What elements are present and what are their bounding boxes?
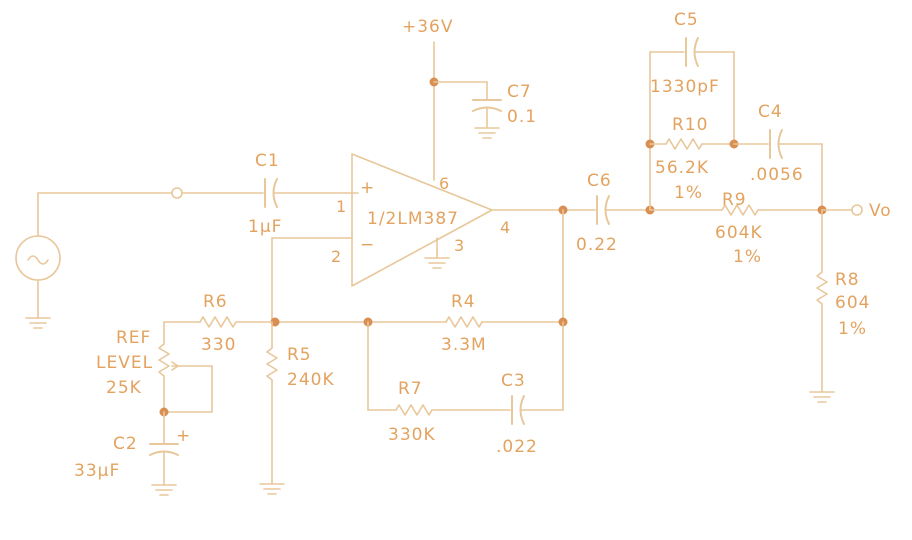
c7-name: C7	[507, 82, 532, 102]
pin-4-label: 4	[500, 218, 510, 237]
c2-name: C2	[113, 434, 138, 454]
capacitor-c7	[472, 99, 502, 112]
capacitor-c5	[685, 37, 699, 67]
capacitor-c1	[264, 178, 278, 208]
c4-value: .0056	[750, 165, 804, 185]
pin-1-label: 1	[336, 197, 346, 216]
r6-value: 330	[201, 335, 236, 355]
resistor-r10	[665, 138, 703, 150]
capacitor-c6	[596, 195, 610, 225]
capacitor-c4	[769, 129, 783, 159]
c1-name: C1	[255, 151, 280, 171]
ref-value: 25K	[106, 378, 142, 398]
r4-name: R4	[451, 292, 476, 312]
ref-label-line2: LEVEL	[96, 353, 153, 373]
r8-value: 604	[835, 293, 870, 313]
capacitor-c3	[511, 395, 525, 425]
capacitor-c2	[149, 443, 179, 456]
ground-symbol	[474, 127, 500, 139]
r10-name: R10	[672, 115, 708, 135]
ground-symbol	[809, 391, 835, 403]
resistor-r6	[199, 316, 237, 328]
r10-tolerance: 1%	[674, 183, 703, 203]
r9-name: R9	[722, 190, 747, 210]
r7-name: R7	[398, 379, 423, 399]
c3-name: C3	[501, 371, 526, 391]
r9-value: 604K	[715, 223, 763, 243]
c7-value: 0.1	[507, 107, 537, 127]
opamp-minus-label: −	[360, 235, 375, 255]
c2-polarity: +	[176, 426, 191, 446]
r5-name: R5	[287, 345, 312, 365]
c1-value: 1μF	[248, 217, 282, 237]
c6-name: C6	[587, 171, 612, 191]
r7-value: 330K	[388, 425, 436, 445]
c5-value: 1330pF	[650, 77, 720, 97]
resistor-r7	[395, 404, 433, 416]
resistor-r9	[721, 204, 759, 216]
ground-symbol	[424, 257, 450, 269]
c6-value: 0.22	[576, 235, 618, 255]
input-terminal	[171, 187, 183, 199]
ground-symbol	[259, 483, 285, 495]
output-terminal	[851, 204, 863, 216]
c5-name: C5	[674, 10, 699, 30]
r9-tolerance: 1%	[733, 247, 762, 267]
opamp-name: 1/2LM387	[367, 209, 459, 229]
opamp-lm387: + − 1/2LM387	[351, 153, 493, 287]
resistor-r5	[266, 347, 278, 381]
pin-2-label: 2	[331, 247, 341, 266]
c4-name: C4	[758, 102, 783, 122]
signal-source	[15, 192, 173, 319]
ground-symbol	[25, 317, 51, 329]
pin-3-label: 3	[454, 236, 464, 255]
supply-label: +36V	[402, 17, 454, 37]
c3-value: .022	[496, 437, 538, 457]
opamp-plus-label: +	[360, 178, 375, 198]
c2-value: 33μF	[74, 461, 120, 481]
r6-name: R6	[203, 292, 228, 312]
r10-value: 56.2K	[655, 158, 709, 178]
r5-value: 240K	[287, 370, 335, 390]
r8-tolerance: 1%	[838, 319, 867, 339]
ref-label-line1: REF	[116, 328, 151, 348]
r4-value: 3.3M	[441, 335, 487, 355]
pin-6-label: 6	[439, 174, 449, 193]
output-label: Vo	[869, 201, 892, 221]
ground-symbol	[151, 484, 177, 496]
resistor-r8	[816, 271, 828, 305]
r8-name: R8	[835, 270, 860, 290]
potentiometer-ref-level	[158, 343, 170, 377]
